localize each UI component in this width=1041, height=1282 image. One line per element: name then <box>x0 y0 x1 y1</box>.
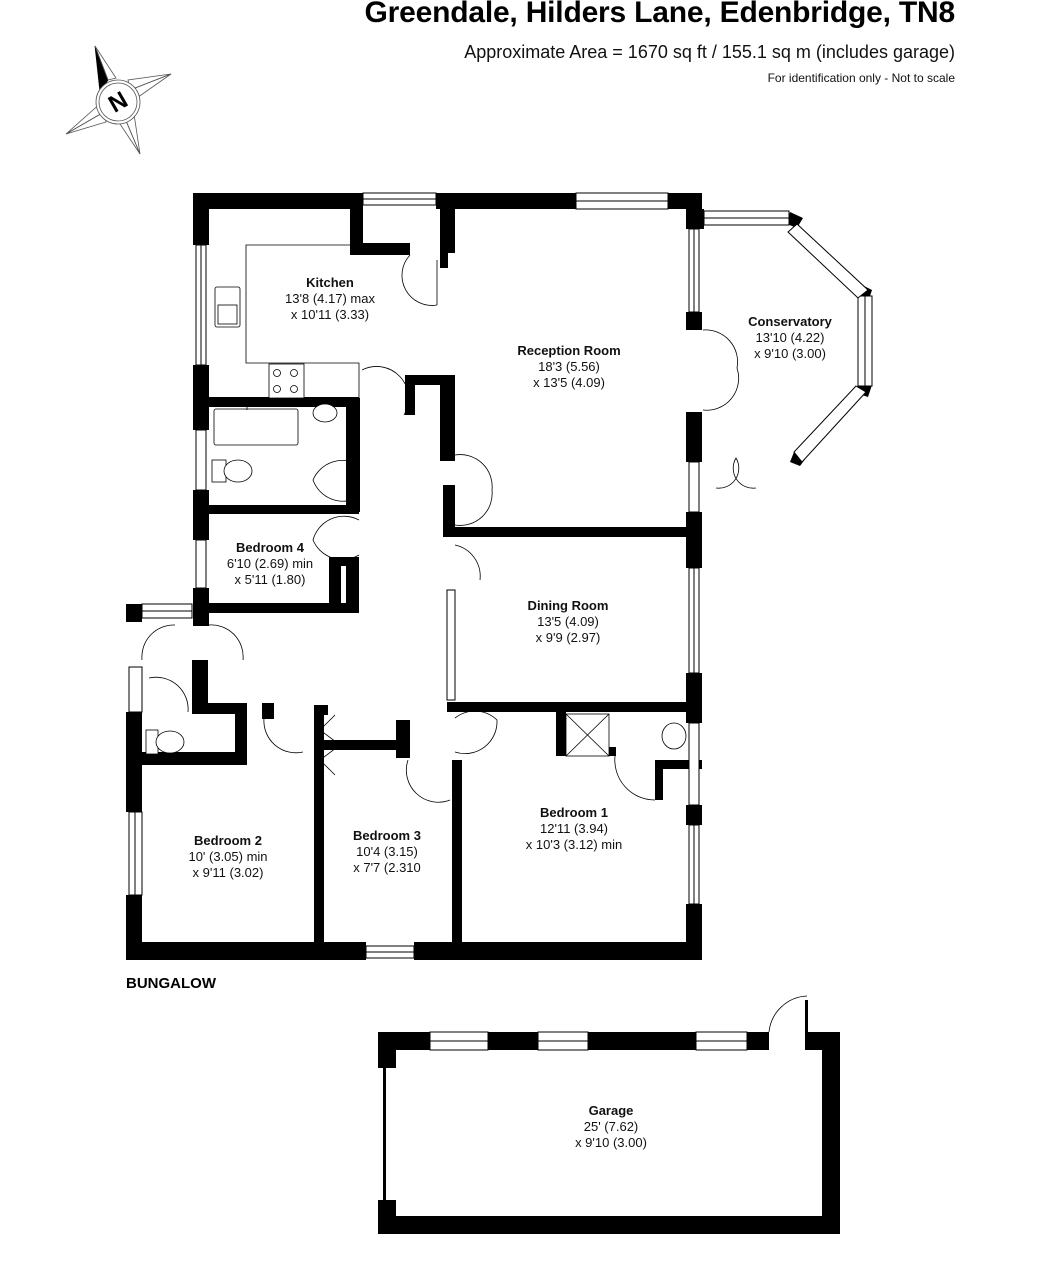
page-title: Greendale, Hilders Lane, Edenbridge, TN8 <box>364 0 956 29</box>
north-arrow-compass-icon: N <box>65 45 172 155</box>
room-dimension: x 10'11 (3.33) <box>290 307 370 322</box>
room-dimension: 12'11 (3.94) <box>539 821 609 836</box>
room-conservatory: Conservatory 13'10 (4.22) x 9'10 (3.00) <box>748 314 832 362</box>
room-bedroom-3: Bedroom 3 10'4 (3.15) x 7'7 (2.310 <box>353 828 421 876</box>
room-reception: Reception Room 18'3 (5.56) x 13'5 (4.09) <box>517 343 620 391</box>
room-name: Bedroom 4 <box>236 540 304 555</box>
room-bedroom-1: Bedroom 1 12'11 (3.94) x 10'3 (3.12) min <box>526 805 622 853</box>
room-dimension: x 9'10 (3.00) <box>575 1135 647 1150</box>
room-dimension: x 9'9 (2.97) <box>535 630 601 645</box>
room-bedroom-2: Bedroom 2 10' (3.05) min x 9'11 (3.02) <box>188 833 267 881</box>
room-dimension: x 9'10 (3.00) <box>754 346 826 361</box>
room-bedroom-4: Bedroom 4 6'10 (2.69) min x 5'11 (1.80) <box>227 540 313 588</box>
room-dimension: x 13'5 (4.09) <box>533 375 605 390</box>
room-garage: Garage 25' (7.62) x 9'10 (3.00) <box>575 1103 647 1151</box>
room-dimension: x 10'3 (3.12) min <box>525 837 623 852</box>
room-dimension: 10'4 (3.15) <box>356 844 418 859</box>
room-dimension: 13'8 (4.17) max <box>285 291 375 306</box>
disclaimer-note: For identification only - Not to scale <box>767 71 955 85</box>
room-name: Garage <box>588 1103 634 1118</box>
room-name: Bedroom 1 <box>540 805 608 820</box>
room-dimension: 13'5 (4.09) <box>537 614 599 629</box>
room-name: Dining Room <box>527 598 609 613</box>
room-name: Kitchen <box>306 275 354 290</box>
room-dimension: 13'10 (4.22) <box>755 330 825 345</box>
room-name: Conservatory <box>748 314 832 329</box>
room-dimension: x 7'7 (2.310 <box>353 860 421 875</box>
room-name: Bedroom 3 <box>353 828 421 843</box>
room-dimension: 25' (7.62) <box>583 1119 639 1134</box>
room-dimension: x 5'11 (1.80) <box>234 572 306 587</box>
section-label-bungalow: BUNGALOW <box>126 975 216 992</box>
room-kitchen: Kitchen 13'8 (4.17) max x 10'11 (3.33) <box>285 275 375 323</box>
room-dining: Dining Room 13'5 (4.09) x 9'9 (2.97) <box>528 598 609 646</box>
room-dimension: 10' (3.05) min <box>188 849 268 864</box>
room-name: Reception Room <box>517 343 621 358</box>
room-dimension: 6'10 (2.69) min <box>226 556 314 571</box>
room-dimension: 18'3 (5.56) <box>538 359 600 374</box>
room-dimension: x 9'11 (3.02) <box>192 865 264 880</box>
approximate-area: Approximate Area = 1670 sq ft / 155.1 sq… <box>464 42 955 62</box>
room-name: Bedroom 2 <box>194 833 262 848</box>
